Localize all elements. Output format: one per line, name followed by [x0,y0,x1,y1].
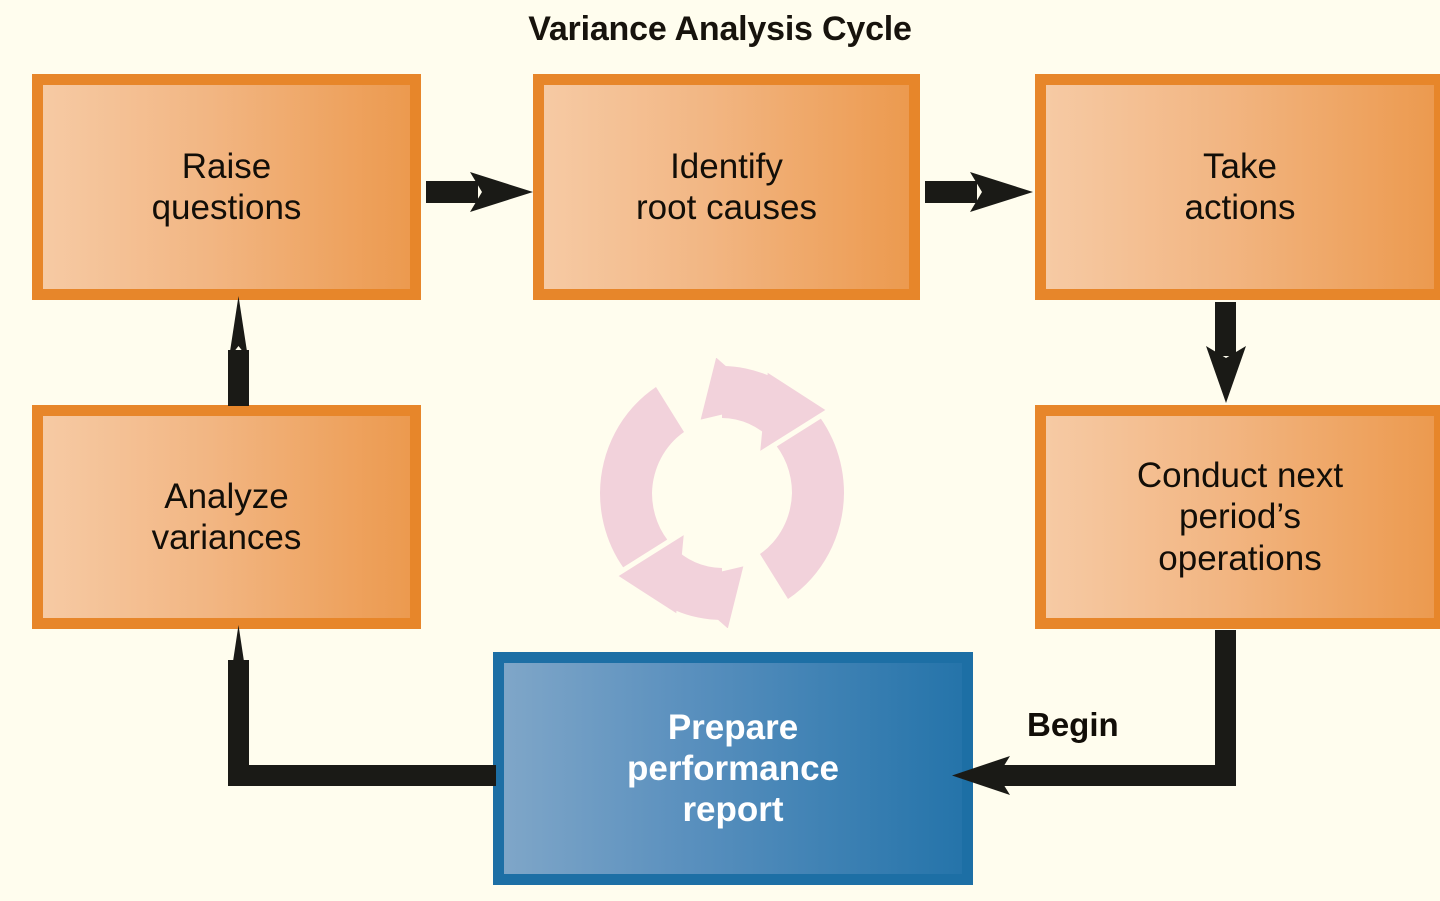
node-label: Identify root causes [636,146,817,227]
node-raise-questions[interactable]: Raise questions [32,74,421,300]
node-fill [1046,85,1434,289]
node-conduct-operations[interactable]: Conduct next period’s operations [1035,405,1440,629]
arrow-raise-to-identify [426,172,533,212]
arrow-identify-to-take [925,172,1033,212]
node-fill [43,416,410,618]
node-label: Conduct next period’s operations [1136,456,1344,578]
node-fill [544,85,909,289]
arrow-take-to-conduct [1206,302,1246,403]
arrow-analyze-to-raise [228,296,249,406]
node-fill [43,85,410,289]
node-label: Prepare performance report [626,707,840,830]
node-label: Take actions [1184,146,1296,227]
node-prepare-performance-report[interactable]: Prepare performance report [493,652,973,885]
node-analyze-variances[interactable]: Analyze variances [32,405,421,629]
cycle-watermark-icon [600,358,844,628]
node-label: Analyze variances [151,476,302,557]
node-take-actions[interactable]: Take actions [1035,74,1440,300]
arrow-report-to-analyze [228,625,496,786]
node-fill [504,663,962,874]
node-fill [1046,416,1434,618]
page-title: Variance Analysis Cycle [528,10,912,48]
node-identify-root-causes[interactable]: Identify root causes [533,74,920,300]
begin-label: Begin [1027,706,1119,743]
node-label: Raise questions [151,146,302,227]
